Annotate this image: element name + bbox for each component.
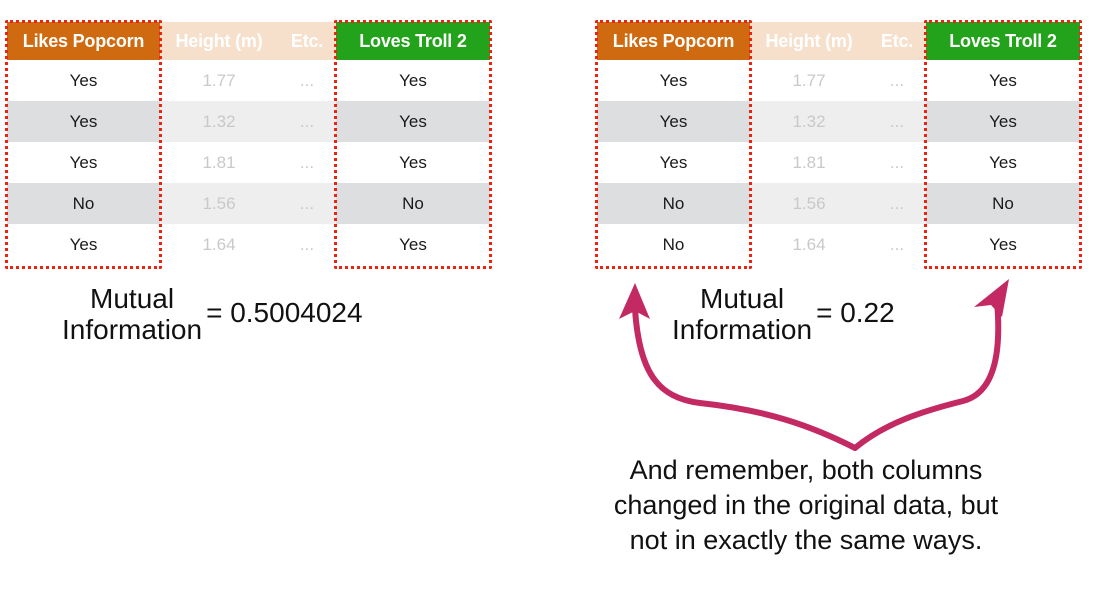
table-cell: 1.81 (160, 142, 278, 183)
table-cell: 1.81 (750, 142, 868, 183)
table-cell: 1.64 (750, 224, 868, 265)
table-cell: Yes (926, 60, 1080, 101)
table-cell: Yes (926, 142, 1080, 183)
table-cell: Yes (7, 142, 160, 183)
column-header-etc: Etc. (868, 22, 926, 60)
column-header-likes-popcorn: Likes Popcorn (597, 22, 750, 60)
caption-line-2: changed in the original data, but (613, 490, 999, 521)
left-mi-label-line2: Information (62, 314, 203, 346)
table-cell: Yes (7, 60, 160, 101)
right-mi-label-line1: Mutual (700, 283, 785, 314)
column-header-likes-popcorn: Likes Popcorn (7, 22, 160, 60)
right-data-table: Likes Popcorn Height (m) Etc. Loves Trol… (597, 22, 1080, 265)
table-cell: ... (278, 60, 336, 101)
left-data-table: Likes Popcorn Height (m) Etc. Loves Trol… (7, 22, 490, 265)
caption-text: And remember, both columns changed in th… (572, 453, 1040, 558)
table-cell: ... (868, 224, 926, 265)
table-cell: No (597, 183, 750, 224)
table-cell: 1.77 (750, 60, 868, 101)
table-cell: 1.64 (160, 224, 278, 265)
table-cell: ... (278, 224, 336, 265)
right-mutual-information-equation: Mutual Information = 0.22 (672, 283, 895, 346)
table-cell: ... (278, 101, 336, 142)
caption-line-3: not in exactly the same ways. (629, 525, 983, 556)
table-cell: Yes (336, 224, 490, 265)
table-cell: ... (278, 142, 336, 183)
table-cell: Yes (597, 60, 750, 101)
table-cell: Yes (336, 60, 490, 101)
left-mi-label: Mutual Information (62, 283, 202, 346)
column-header-loves-troll-2: Loves Troll 2 (336, 22, 490, 60)
table-cell: Yes (597, 142, 750, 183)
left-mi-value: = 0.5004024 (206, 297, 363, 329)
table-cell: ... (278, 183, 336, 224)
table-cell: 1.56 (160, 183, 278, 224)
table-cell: Yes (597, 101, 750, 142)
table-cell: No (926, 183, 1080, 224)
table-cell: No (7, 183, 160, 224)
left-mutual-information-equation: Mutual Information = 0.5004024 (62, 283, 363, 346)
caption-line-1: And remember, both columns (629, 455, 983, 485)
right-mi-value: = 0.22 (816, 297, 895, 329)
table-cell: Yes (926, 224, 1080, 265)
table-cell: No (597, 224, 750, 265)
column-header-height: Height (m) (160, 22, 278, 60)
column-header-height: Height (m) (750, 22, 868, 60)
table-cell: Yes (336, 142, 490, 183)
right-mi-label-line2: Information (672, 314, 813, 346)
table-cell: Yes (7, 224, 160, 265)
left-mi-label-line1: Mutual (90, 283, 175, 314)
table-cell: ... (868, 101, 926, 142)
right-mi-label: Mutual Information (672, 283, 812, 346)
column-header-etc: Etc. (278, 22, 336, 60)
table-cell: ... (868, 142, 926, 183)
table-cell: No (336, 183, 490, 224)
table-cell: Yes (7, 101, 160, 142)
table-cell: 1.56 (750, 183, 868, 224)
table-cell: Yes (336, 101, 490, 142)
table-cell: 1.32 (160, 101, 278, 142)
column-header-loves-troll-2: Loves Troll 2 (926, 22, 1080, 60)
table-cell: 1.77 (160, 60, 278, 101)
table-cell: ... (868, 183, 926, 224)
table-cell: Yes (926, 101, 1080, 142)
table-cell: 1.32 (750, 101, 868, 142)
table-cell: ... (868, 60, 926, 101)
